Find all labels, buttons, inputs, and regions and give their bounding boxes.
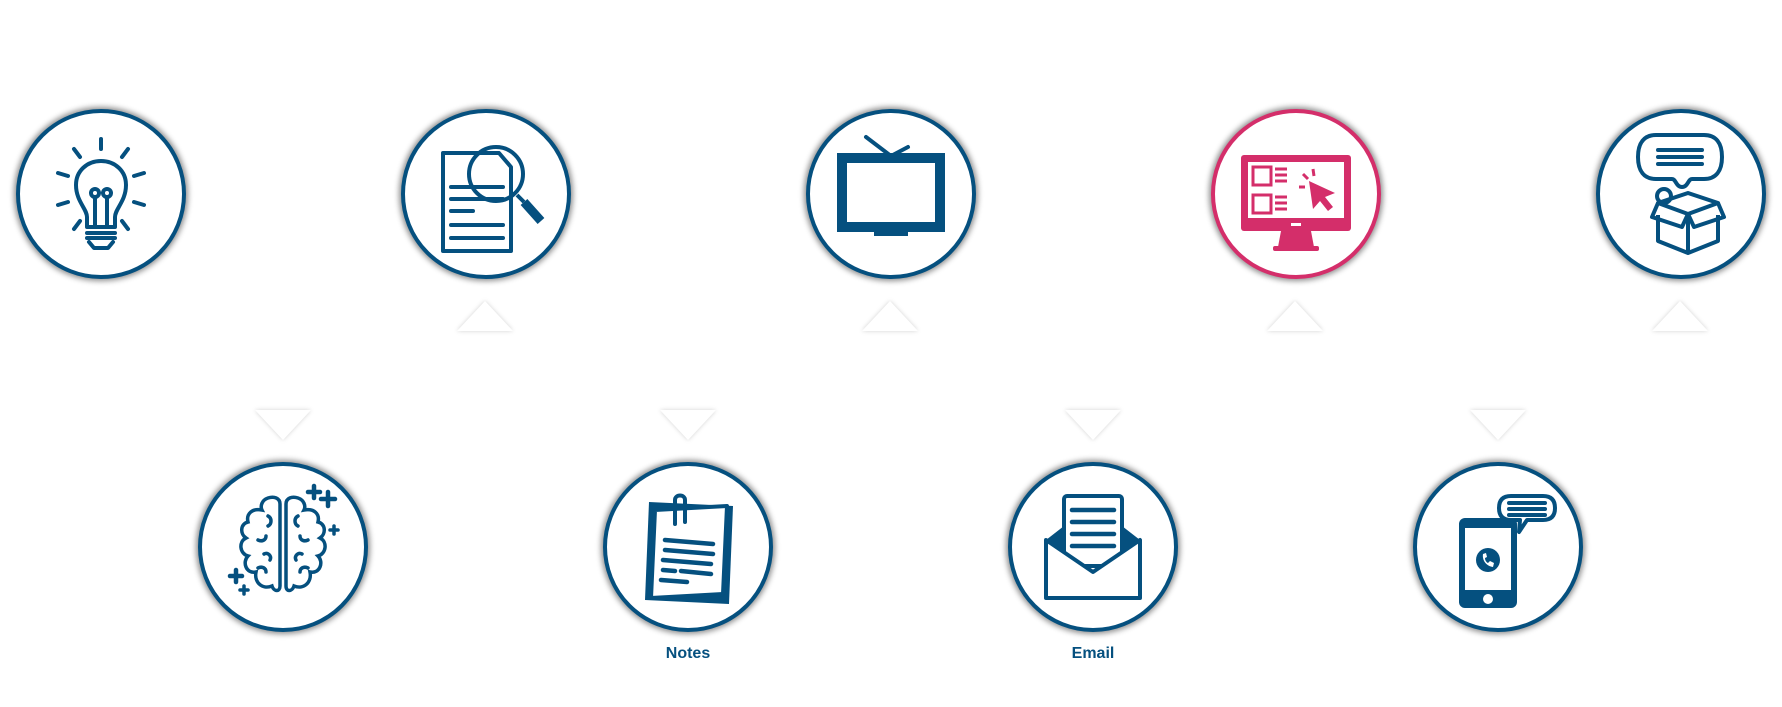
node-research: Research (401, 109, 571, 279)
desktop-click-icon (1241, 155, 1351, 251)
node-web (1211, 109, 1381, 279)
node-brainstorm: Brainstorm (198, 462, 368, 632)
open-envelope-icon (1044, 494, 1142, 600)
television-icon (837, 135, 945, 236)
brain-icon (227, 483, 340, 596)
node-notes (603, 462, 773, 632)
triangle-up-icon (1652, 301, 1708, 331)
box-thought-icon (1636, 133, 1726, 255)
node-tv: TV (806, 109, 976, 279)
triangle-down-icon (1065, 410, 1121, 440)
triangle-down-icon (255, 410, 311, 440)
triangle-up-icon (1267, 301, 1323, 331)
triangle-up-icon (862, 301, 918, 331)
triangle-down-icon (1470, 410, 1526, 440)
triangle-up-icon (457, 301, 513, 331)
lightbulb-icon (56, 137, 146, 250)
triangle-down-icon (660, 410, 716, 440)
node-caption-notes: Notes (665, 645, 711, 662)
node-idea: Idea (16, 109, 186, 279)
smartphone-chat-icon (1459, 494, 1557, 608)
clipboard-notes-icon (645, 493, 733, 604)
node-mobile (1413, 462, 1583, 632)
node-caption-email: Email (1071, 645, 1115, 662)
node-product: Product (1596, 109, 1766, 279)
node-email (1008, 462, 1178, 632)
document-search-icon (441, 145, 545, 253)
